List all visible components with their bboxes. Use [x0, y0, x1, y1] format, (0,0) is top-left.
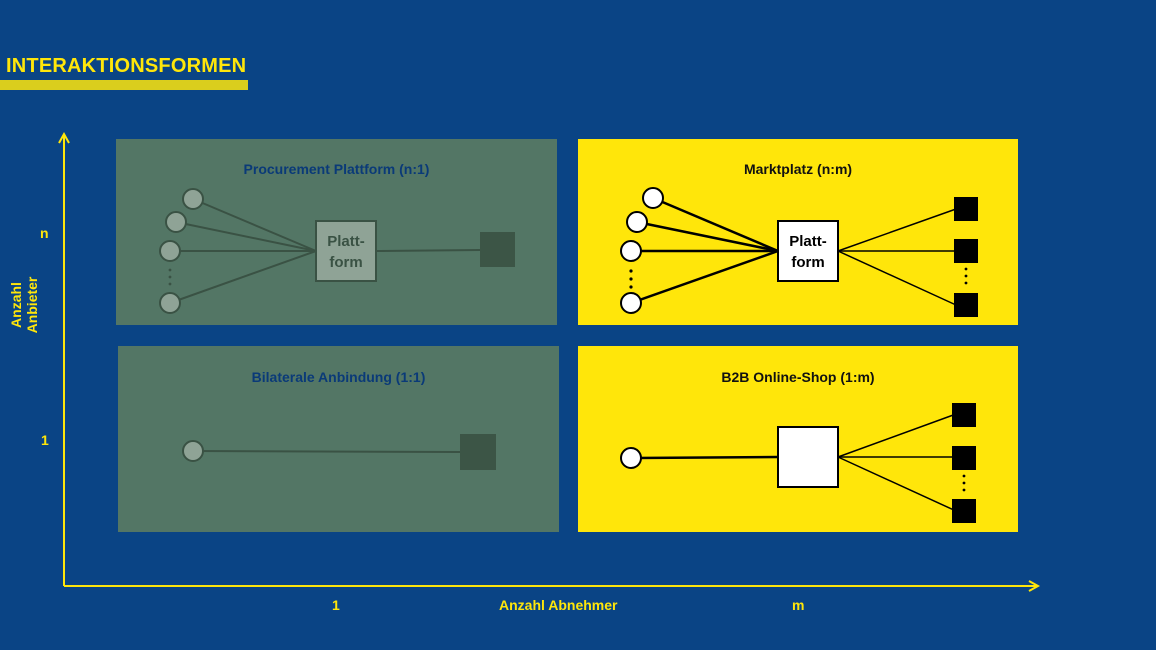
buyer-node: [480, 232, 515, 267]
ellipsis-dots: [962, 474, 966, 492]
provider-node: [642, 187, 664, 209]
panel-title: Marktplatz (n:m): [743, 161, 853, 177]
marktplatz-diagram: Platt- form: [620, 187, 978, 317]
x-tick-1: 1: [332, 597, 340, 613]
connector: [837, 456, 957, 512]
connector: [175, 221, 317, 252]
connector: [630, 249, 779, 305]
procurement-diagram: Platt- form: [159, 188, 515, 314]
bilateral-diagram: [182, 434, 496, 470]
y-axis-arrowhead: [58, 131, 70, 144]
connector: [652, 196, 779, 253]
y-axis-label: Anzahl Anbieter: [8, 270, 40, 340]
page-title: INTERAKTIONSFORMEN: [6, 55, 247, 77]
connector: [630, 455, 779, 460]
buyer-node: [460, 434, 496, 470]
connector: [636, 220, 779, 253]
platform-node: [777, 220, 839, 282]
title-underline: [0, 80, 248, 90]
provider-node: [182, 440, 204, 462]
platform-label-line1: Platt-: [327, 233, 365, 250]
provider-node: [620, 240, 642, 262]
x-axis-label: Anzahl Abnehmer: [499, 597, 618, 613]
ellipsis-dots: [168, 268, 172, 286]
provider-node: [159, 292, 181, 314]
provider-node: [620, 292, 642, 314]
provider-node: [620, 447, 642, 469]
panel-title: Procurement Plattform (n:1): [243, 161, 430, 177]
platform-label-line2: form: [329, 254, 362, 271]
connector: [192, 450, 462, 453]
buyer-node: [952, 403, 976, 427]
y-tick-1: 1: [41, 432, 49, 448]
y-tick-n: n: [40, 225, 49, 241]
connector: [376, 249, 481, 252]
shop-node: [777, 426, 839, 488]
platform-label-line1: Platt-: [789, 233, 827, 250]
y-axis-label-line2: Anbieter: [24, 276, 40, 334]
connector: [169, 250, 317, 304]
connector: [192, 198, 317, 252]
b2b-shop-diagram: [620, 403, 976, 523]
platform-node: [315, 220, 377, 282]
panel-title: Bilaterale Anbindung (1:1): [251, 369, 426, 385]
x-tick-m: m: [792, 597, 805, 613]
provider-node: [626, 211, 648, 233]
buyer-node: [954, 293, 978, 317]
panel-procurement-plattform: Procurement Plattform (n:1) Platt- form: [116, 139, 557, 325]
provider-node: [159, 240, 181, 262]
buyer-node: [952, 499, 976, 523]
provider-node: [165, 211, 187, 233]
buyer-node: [952, 446, 976, 470]
ellipsis-dots: [964, 267, 968, 285]
connector: [837, 208, 957, 252]
panel-bilaterale-anbindung: Bilaterale Anbindung (1:1): [118, 346, 559, 532]
x-axis-arrowhead: [1028, 580, 1041, 592]
buyer-node: [954, 197, 978, 221]
platform-label-line2: form: [791, 254, 824, 271]
panel-b2b-online-shop: B2B Online-Shop (1:m): [578, 346, 1018, 532]
buyer-node: [954, 239, 978, 263]
connector: [837, 250, 957, 306]
connector: [837, 413, 957, 458]
y-axis-label-line1: Anzahl: [8, 282, 24, 328]
panel-marktplatz: Marktplatz (n:m) Platt- form: [578, 139, 1018, 325]
panel-title: B2B Online-Shop (1:m): [721, 369, 875, 385]
provider-node: [182, 188, 204, 210]
ellipsis-dots: [629, 269, 633, 289]
